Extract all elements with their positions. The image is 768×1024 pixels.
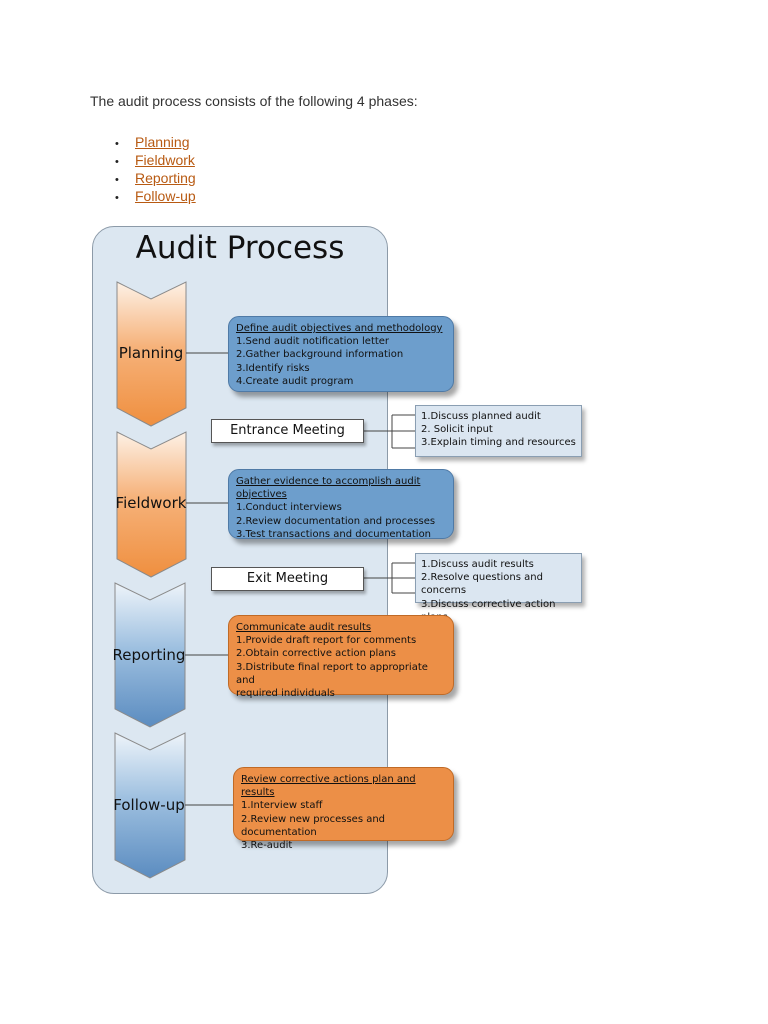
bullet-icon: • bbox=[115, 174, 119, 186]
list-item: • Follow-up bbox=[90, 187, 196, 205]
note-line: 1.Discuss audit results bbox=[421, 559, 534, 570]
planning-step: 3.Identify risks bbox=[236, 362, 310, 374]
follow-up-step: 3.Re-audit bbox=[241, 840, 293, 852]
note-line: 2. Solicit input bbox=[421, 424, 493, 436]
planning-step: 4.Create audit program bbox=[236, 375, 354, 387]
follow-up-chevron bbox=[114, 732, 186, 879]
reporting-box: Communicate audit results 1.Provide draf… bbox=[228, 615, 454, 699]
note-line: 1.Discuss planned audit bbox=[421, 411, 541, 422]
follow-up-link[interactable]: Follow-up bbox=[135, 188, 196, 204]
reporting-step: 2.Obtain corrective action plans bbox=[236, 648, 396, 660]
planning-chevron bbox=[116, 281, 187, 427]
bullet-icon: • bbox=[115, 156, 119, 168]
planning-box: Define audit objectives and methodology … bbox=[228, 316, 454, 392]
reporting-step: 3.Distribute final report to appropriate… bbox=[236, 661, 428, 686]
list-item: • Fieldwork bbox=[90, 151, 196, 169]
follow-up-box: Review corrective actions plan and resul… bbox=[233, 767, 454, 851]
fieldwork-chevron-label: Fieldwork bbox=[115, 494, 187, 512]
fieldwork-box-heading: Gather evidence to accomplish audit obje… bbox=[236, 476, 421, 501]
exit-meeting-notes: 1.Discuss audit results 2.Resolve questi… bbox=[415, 553, 582, 623]
reporting-step: required individuals bbox=[236, 688, 335, 700]
planning-link[interactable]: Planning bbox=[135, 134, 190, 150]
reporting-step: 1.Provide draft report for comments bbox=[236, 635, 417, 647]
reporting-chevron bbox=[114, 582, 186, 728]
list-item: • Planning bbox=[90, 133, 196, 151]
planning-box-heading: Define audit objectives and methodology bbox=[236, 323, 443, 334]
exit-bracket bbox=[364, 562, 416, 594]
fieldwork-box: Gather evidence to accomplish audit obje… bbox=[228, 469, 454, 540]
phase-list: • Planning • Fieldwork • Reporting • Follow-… bbox=[90, 133, 196, 205]
follow-up-step: 2.Review new processes and documentation bbox=[241, 813, 386, 838]
exit-meeting-box: Exit Meeting bbox=[211, 567, 364, 591]
reporting-chevron-label: Reporting bbox=[112, 646, 186, 664]
fieldwork-step: 2.Review documentation and processes bbox=[236, 515, 436, 527]
bullet-icon: • bbox=[115, 192, 119, 204]
note-line: 2.Resolve questions and concerns bbox=[421, 572, 543, 597]
follow-up-chevron-label: Follow-up bbox=[113, 796, 185, 814]
fieldwork-chevron bbox=[116, 431, 187, 578]
follow-up-box-heading: Review corrective actions plan and resul… bbox=[241, 774, 416, 799]
entrance-meeting-box: Entrance Meeting bbox=[211, 419, 364, 443]
fieldwork-link[interactable]: Fieldwork bbox=[135, 152, 195, 168]
planning-chevron-label: Planning bbox=[118, 344, 184, 362]
intro-text: The audit process consists of the follow… bbox=[90, 93, 418, 109]
diagram-title: Audit Process bbox=[135, 230, 345, 266]
planning-step: 2.Gather background information bbox=[236, 349, 404, 361]
list-item: • Reporting bbox=[90, 169, 196, 187]
planning-step: 1.Send audit notification letter bbox=[236, 336, 390, 348]
entrance-bracket bbox=[364, 414, 416, 449]
reporting-box-heading: Communicate audit results bbox=[236, 622, 372, 633]
follow-up-step: 1.Interview staff bbox=[241, 800, 323, 812]
note-line: 3.Explain timing and resources bbox=[421, 437, 576, 449]
entrance-meeting-notes: 1.Discuss planned audit 2. Solicit input… bbox=[415, 405, 582, 457]
fieldwork-step: 3.Test transactions and documentation bbox=[236, 528, 432, 540]
bullet-icon: • bbox=[115, 138, 119, 150]
reporting-link[interactable]: Reporting bbox=[135, 170, 196, 186]
fieldwork-step: 1.Conduct interviews bbox=[236, 502, 342, 514]
